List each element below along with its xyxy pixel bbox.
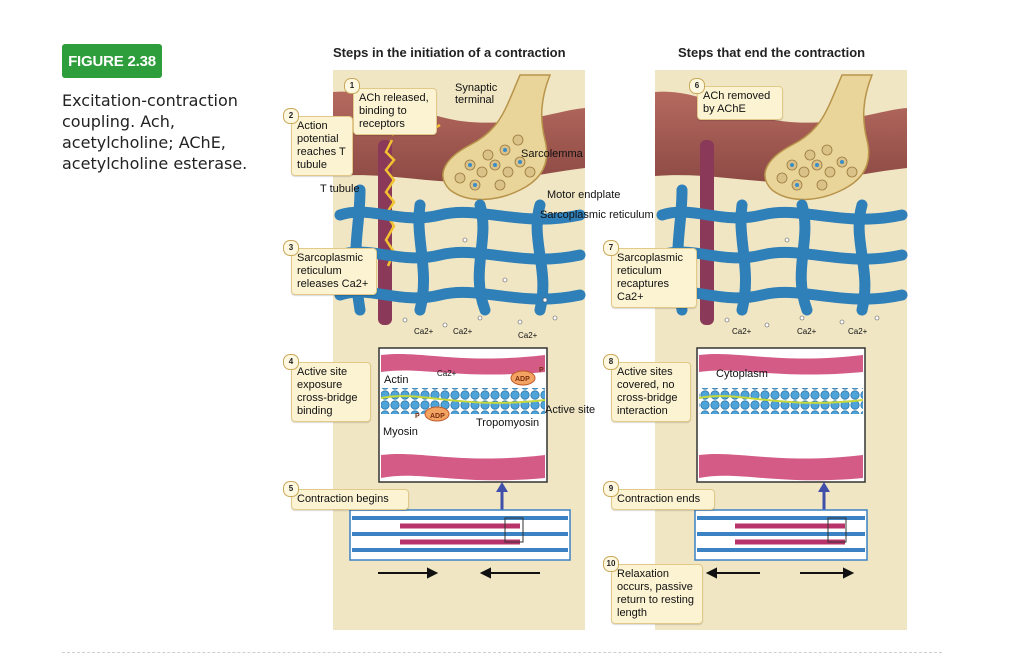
sarcomere-bar-right — [694, 509, 868, 561]
bottom-divider — [62, 652, 942, 653]
step-4-number: 4 — [283, 354, 299, 370]
step-3-box: Sarcoplasmic reticulum releases Ca2+ — [291, 248, 377, 295]
calcium-ions — [402, 237, 880, 328]
step-7-box: Sarcoplasmic reticulum recaptures Ca2+ — [611, 248, 697, 308]
step-3-number: 3 — [283, 240, 299, 256]
label-ca-6: Ca2+ — [848, 327, 868, 336]
label-ca-detail: Ca2+ — [437, 369, 457, 378]
sarcomere-bar-left — [349, 509, 571, 561]
step-9-box: Contraction ends — [611, 489, 715, 510]
step-2-box: Action potential reaches T tubule — [291, 116, 353, 176]
step-9-number: 9 — [603, 481, 619, 497]
figure-caption: Excitation-contraction coupling. Ach, ac… — [62, 91, 248, 173]
step-1-number: 1 — [344, 78, 360, 94]
label-sarcoplasmic-reticulum: Sarcoplasmic reticulum — [540, 209, 654, 221]
label-ca-5: Ca2+ — [797, 327, 817, 336]
step-4-box: Active site exposure cross-bridge bindin… — [291, 362, 371, 422]
synaptic-terminal-left — [442, 74, 552, 201]
label-tropomyosin: Tropomyosin — [476, 417, 540, 429]
label-ca-4: Ca2+ — [732, 327, 752, 336]
step-2-number: 2 — [283, 108, 299, 124]
t-tubule-right — [700, 140, 714, 325]
label-myosin: Myosin — [383, 426, 418, 438]
label-t-tubule: T tubule — [320, 183, 360, 195]
label-adp-bottom: ADP — [430, 413, 445, 420]
label-ca-3: Ca2+ — [518, 331, 538, 340]
label-sarcolemma: Sarcolemma — [521, 148, 583, 160]
left-column-title: Steps in the initiation of a contraction — [333, 45, 566, 60]
relaxation-arrows — [705, 567, 855, 579]
figure-badge: FIGURE 2.38 — [62, 44, 162, 78]
myofilament-detail-right — [696, 347, 866, 483]
label-adp-top: ADP — [515, 376, 530, 383]
step-8-number: 8 — [603, 354, 619, 370]
right-column-title: Steps that end the contraction — [678, 45, 866, 60]
label-motor-endplate: Motor endplate — [547, 189, 621, 201]
step-8-box: Active sites covered, no cross-bridge in… — [611, 362, 691, 422]
step-10-box: Relaxation occurs, passive return to res… — [611, 564, 703, 624]
label-p-bottom: P — [415, 413, 420, 420]
label-ca-1: Ca2+ — [414, 327, 434, 336]
label-ca-2: Ca2+ — [453, 327, 473, 336]
step-5-box: Contraction begins — [291, 489, 409, 510]
step-7-number: 7 — [603, 240, 619, 256]
contraction-arrows — [378, 567, 540, 579]
step-6-number: 6 — [689, 78, 705, 94]
label-p-top: P — [539, 367, 544, 374]
label-cytoplasm: Cytoplasm — [716, 368, 768, 380]
label-actin: Actin — [384, 374, 409, 386]
step-5-number: 5 — [283, 481, 299, 497]
synaptic-terminal-right — [764, 74, 874, 201]
action-potential-squiggle — [384, 139, 396, 267]
sarcoplasmic-reticulum-right — [656, 184, 908, 316]
step-1-box: ACh released, binding to receptors — [353, 88, 437, 135]
step-6-box: ACh removed by AChE — [697, 86, 783, 120]
step-10-number: 10 — [603, 556, 619, 572]
myofilament-detail-left — [378, 347, 548, 483]
label-active-site: Active site — [545, 404, 596, 416]
label-synaptic-terminal: Synaptic terminal — [455, 82, 498, 106]
